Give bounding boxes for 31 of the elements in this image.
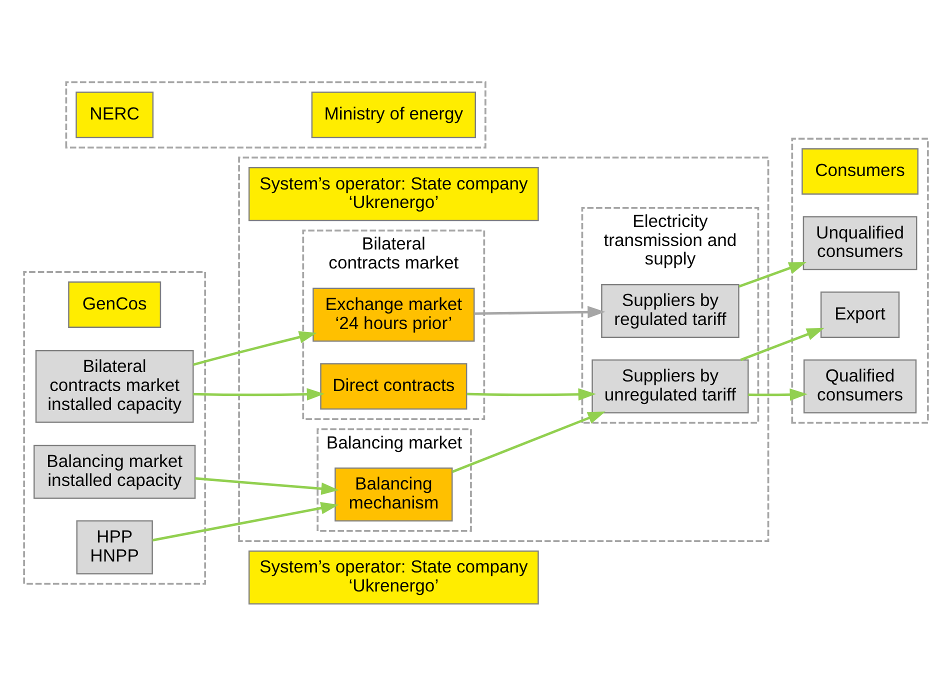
- cluster: [64, 80, 486, 148]
- arrow: [152, 502, 338, 542]
- node-box: System’s operator: State company ‘Ukrenergo’: [248, 166, 538, 221]
- arrow: [748, 388, 807, 400]
- arrow: [192, 388, 324, 400]
- arrow: [451, 410, 605, 473]
- arrow: [740, 327, 824, 361]
- arrow: [192, 330, 316, 366]
- cluster: [22, 270, 206, 584]
- node-box: HPP HNPP: [76, 520, 152, 574]
- cluster: [790, 137, 928, 424]
- node-box: Consumers: [801, 148, 918, 194]
- node-box: Ministry of energy: [310, 91, 476, 138]
- arrow: [466, 388, 596, 400]
- node-box: System’s operator: State company ‘Ukrenergo’: [248, 550, 538, 604]
- node-box: Suppliers by unregulated tariff: [591, 358, 748, 413]
- node-box: Export: [820, 290, 900, 338]
- arrow: [474, 305, 605, 318]
- node-box: Exchange market ‘24 hours prior’: [312, 287, 474, 342]
- arrow: [194, 476, 338, 494]
- cluster: [238, 156, 769, 542]
- node-box: NERC: [75, 91, 154, 138]
- node-box: Bilateral contracts market installed capacity: [34, 349, 194, 422]
- node-box: Qualified consumers: [802, 358, 916, 413]
- node-box: Suppliers by regulated tariff: [600, 283, 739, 338]
- node-box: Balancing mechanism: [334, 466, 452, 522]
- node-box: Unqualified consumers: [802, 216, 917, 270]
- node-box: Direct contracts: [320, 362, 467, 410]
- node-box: GenCos: [68, 280, 161, 328]
- arrow: [738, 262, 806, 288]
- node-box: Balancing market installed capacity: [33, 444, 196, 498]
